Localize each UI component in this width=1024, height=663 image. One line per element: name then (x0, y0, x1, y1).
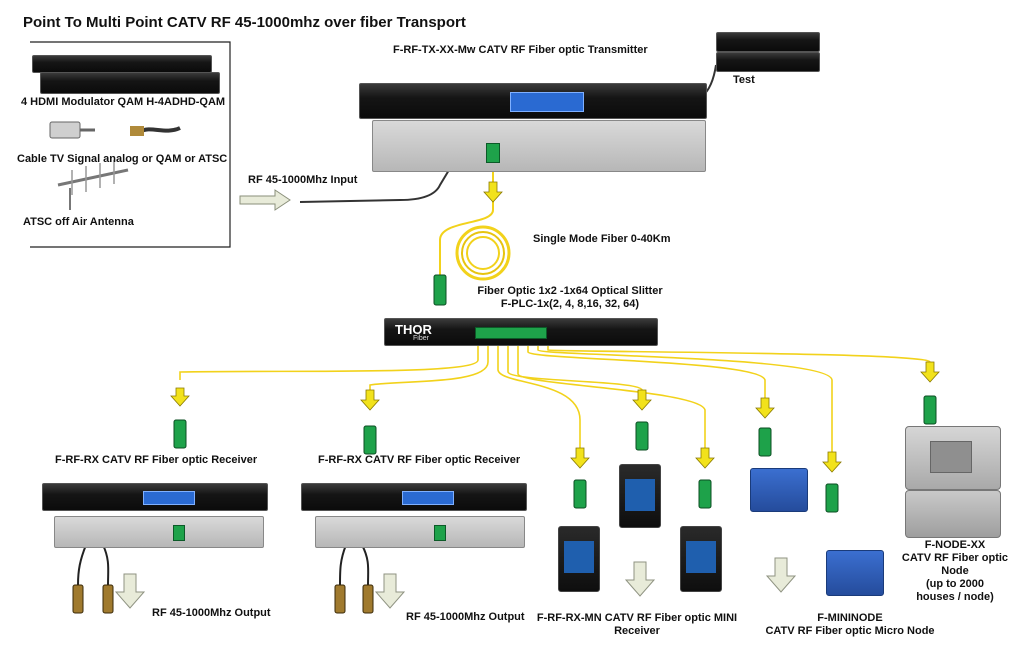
splitter-label-line2: F-PLC-1x(2, 4, 8,16, 32, 64) (500, 298, 640, 310)
transmitter-optical-port (486, 143, 500, 163)
modulator-device (40, 72, 220, 94)
mini-receiver-1 (558, 526, 600, 592)
splitter-brand-sub: Fiber (413, 335, 429, 342)
cable-signal-label: Cable TV Signal analog or QAM or ATSC (17, 153, 228, 165)
mini-receiver-label-line2: Receiver (614, 625, 660, 637)
rf-cable (299, 159, 456, 203)
fiber-arrows (170, 181, 940, 473)
antenna-label: ATSC off Air Antenna (23, 216, 134, 228)
receiver-1-label: F-RF-RX CATV RF Fiber optic Receiver (55, 454, 258, 466)
transmitter-label: F-RF-TX-XX-Mw CATV RF Fiber optic Transm… (393, 44, 648, 56)
rf-output-cables (77, 544, 370, 586)
fiber-trunk (439, 172, 494, 290)
mininode-2 (826, 550, 884, 596)
transmitter-rear (372, 120, 706, 172)
fnode-label-line3: Node (941, 565, 969, 577)
mininode-1 (750, 468, 808, 512)
mininode-label-line2: CATV RF Fiber optic Micro Node (765, 625, 935, 637)
fnode-housing-bottom (905, 490, 1001, 538)
mini-receiver-label-line1: F-RF-RX-MN CATV RF Fiber optic MINI (536, 612, 738, 624)
receiver-1-output-label: RF 45-1000Mhz Output (152, 607, 271, 619)
source-bracket (30, 41, 231, 248)
mini-receiver-2 (619, 464, 661, 528)
rf-input-label: RF 45-1000Mhz Input (248, 174, 358, 186)
test-monitor-2 (716, 52, 820, 72)
page-title: Point To Multi Point CATV RF 45-1000mhz … (23, 14, 466, 31)
receiver-2-rear (315, 516, 525, 548)
splitter-label-line1: Fiber Optic 1x2 -1x64 Optical Slitter (477, 285, 663, 297)
fnode-label-line5: houses / node) (916, 591, 994, 603)
splitter-device (49, 121, 181, 139)
antenna-device (57, 160, 129, 210)
splitter-device: THOR Fiber (384, 318, 658, 346)
transmitter-lcd (510, 92, 584, 112)
splitter-ports (475, 327, 547, 339)
output-arrows (114, 557, 797, 609)
fiber-label: Single Mode Fiber 0-40Km (533, 233, 671, 245)
receiver-2-label: F-RF-RX CATV RF Fiber optic Receiver (318, 454, 521, 466)
transmitter-front (359, 83, 707, 119)
fnode-label-line2: CATV RF Fiber optic (901, 552, 1009, 564)
fiber-connectors (173, 274, 937, 513)
fiber-spool (455, 225, 511, 281)
splitter-brand: THOR (395, 322, 432, 337)
test-label: Test (733, 74, 755, 86)
fnode-housing-top (905, 426, 1001, 490)
receiver-2-front (301, 483, 527, 511)
fnode-label-line1: F-NODE-XX (924, 539, 986, 551)
modulator-label: 4 HDMI Modulator QAM H-4ADHD-QAM (21, 96, 226, 108)
test-monitor (716, 32, 820, 52)
receiver-1-rear (54, 516, 264, 548)
input-arrow (239, 189, 291, 211)
rf-connectors (72, 584, 374, 614)
fnode-label-line4: (up to 2000 (925, 578, 985, 590)
mininode-label-line1: F-MININODE (817, 612, 883, 624)
mini-receiver-3 (680, 526, 722, 592)
receiver-2-output-label: RF 45-1000Mhz Output (406, 611, 525, 623)
receiver-1-front (42, 483, 268, 511)
modulator-device-top (32, 55, 212, 73)
fiber-branches (179, 342, 931, 452)
